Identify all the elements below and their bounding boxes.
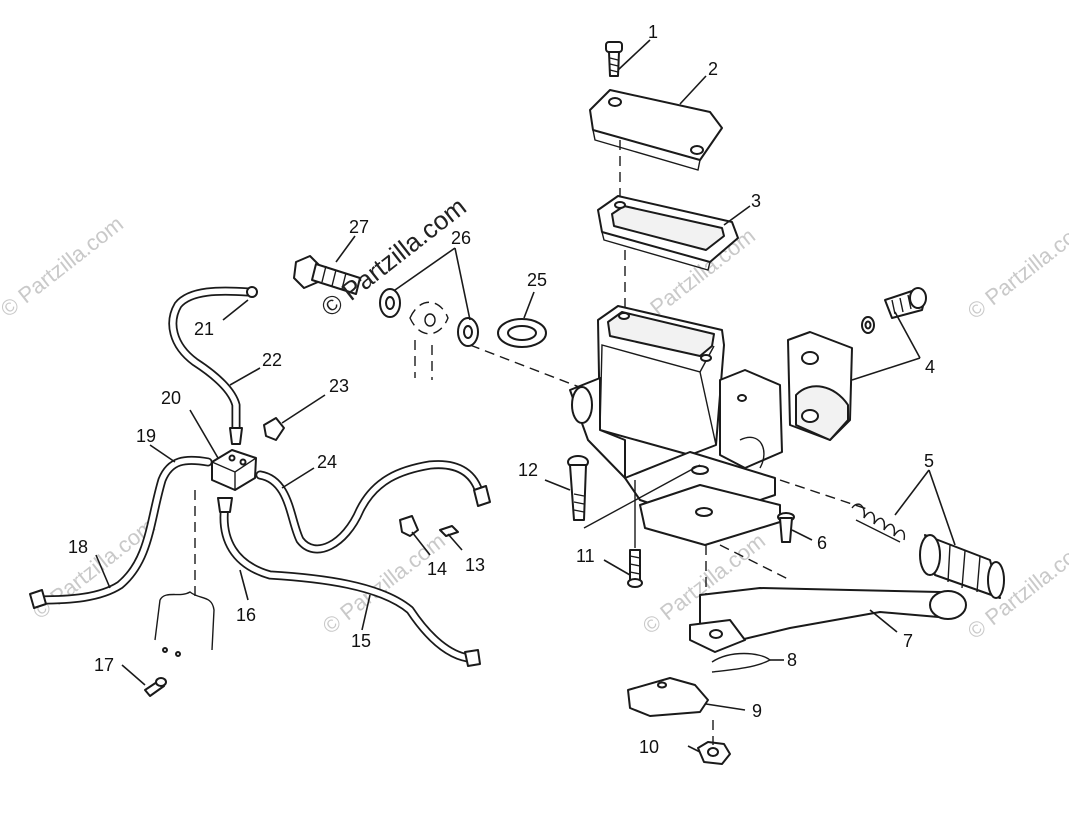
callout-2: 2	[708, 59, 718, 79]
callout-20: 20	[161, 388, 181, 408]
bracket-outline	[154, 591, 215, 657]
callout-8: 8	[787, 650, 797, 670]
part-7-brake-lever	[689, 587, 967, 653]
part-8-spring-clip	[711, 652, 772, 673]
callout-6: 6	[817, 533, 827, 553]
callout-23: 23	[329, 376, 349, 396]
watermark-left: © Partzilla.com	[0, 211, 128, 322]
master-cylinder-housing	[569, 305, 783, 546]
part-10-nut	[697, 720, 731, 765]
part-5-spring-piston	[851, 503, 1005, 599]
callout-1: 1	[648, 22, 658, 42]
watermark-right: © Partzilla.com	[963, 213, 1069, 324]
callout-15: 15	[351, 631, 371, 651]
callout-numbers: 1 2 3 4 5 6 7 8 9 10 11 12 13 14 15 16 1…	[68, 22, 935, 757]
part-17-screw	[144, 677, 167, 697]
callout-13: 13	[465, 555, 485, 575]
callout-9: 9	[752, 701, 762, 721]
callout-4: 4	[925, 357, 935, 377]
part-3-gasket	[597, 195, 739, 271]
part-6-pin	[777, 512, 795, 543]
callout-17: 17	[94, 655, 114, 675]
part-21-22-upper-hose	[168, 286, 258, 445]
part-2-reservoir-cover	[589, 89, 723, 171]
callout-24: 24	[317, 452, 337, 472]
callout-11: 11	[576, 546, 595, 566]
callout-27: 27	[349, 217, 369, 237]
part-4-handlebar-clamp	[787, 287, 927, 441]
part-18-19-left-hose	[29, 455, 213, 609]
callout-12: 12	[518, 460, 538, 480]
part-11-pivot-bolt	[627, 480, 643, 588]
callout-10: 10	[639, 737, 659, 757]
callout-25: 25	[527, 270, 547, 290]
part-27-banjo-bolt	[293, 255, 361, 295]
callout-16: 16	[236, 605, 256, 625]
callout-leader-lines	[95, 39, 956, 753]
callout-21: 21	[194, 319, 214, 339]
callout-7: 7	[903, 631, 913, 651]
callout-19: 19	[136, 426, 156, 446]
part-23-fitting	[263, 417, 285, 441]
part-15-16-lower-hose	[217, 497, 481, 667]
callout-22: 22	[262, 350, 282, 370]
part-26-washers	[379, 288, 479, 380]
callout-5: 5	[924, 451, 934, 471]
callout-26: 26	[451, 228, 471, 248]
callout-3: 3	[751, 191, 761, 211]
part-25-seal-ring	[497, 318, 547, 348]
part-1-screw	[605, 41, 623, 77]
watermark-mid-left: © Partzilla.com	[28, 513, 160, 624]
part-9-lever-block	[627, 677, 709, 717]
part-14-bleeder-valve	[399, 515, 419, 537]
part-12-bolt	[567, 455, 701, 529]
part-24-right-hose	[255, 460, 491, 554]
part-20-junction-block	[211, 449, 257, 491]
part-13-bleeder-cap	[439, 525, 459, 537]
callout-14: 14	[427, 559, 447, 579]
callout-18: 18	[68, 537, 88, 557]
